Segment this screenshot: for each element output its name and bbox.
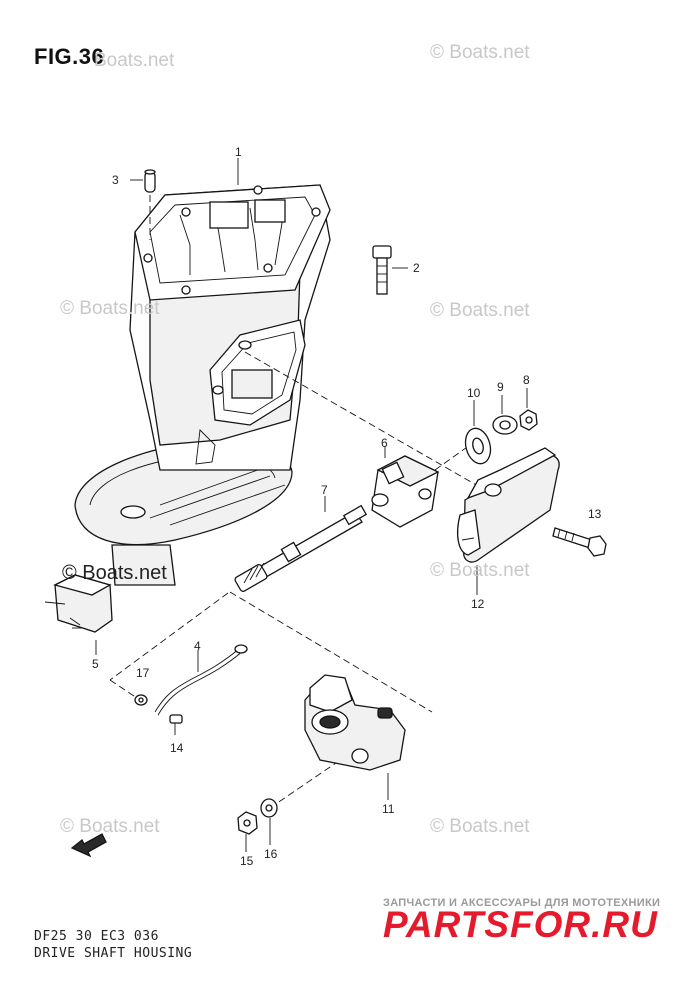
fwd-arrow xyxy=(70,833,107,858)
callout-5: 5 xyxy=(92,657,99,671)
part-17-washer xyxy=(134,694,148,706)
part-6-holder xyxy=(371,447,440,528)
callout-14: 14 xyxy=(170,741,184,755)
part-2-bolt xyxy=(372,245,408,295)
brand-logo: PARTSFOR.RU xyxy=(383,904,658,945)
part-4-wire xyxy=(154,644,248,716)
watermark: © Boats.net xyxy=(430,816,530,837)
callout-9: 9 xyxy=(497,380,504,394)
part-13-bolt xyxy=(552,527,607,557)
part-5-mount xyxy=(44,574,113,655)
callout-7: 7 xyxy=(321,483,328,497)
callout-17: 17 xyxy=(136,666,150,680)
callout-12: 12 xyxy=(471,597,485,611)
part-15-nut xyxy=(237,811,258,852)
brand-tagline: ЗАПЧАСТИ И АКСЕССУАРЫ ДЛЯ МОТОТЕХНИКИ xyxy=(383,897,661,909)
callout-15: 15 xyxy=(240,854,254,868)
callout-10: 10 xyxy=(467,386,481,400)
part-14-screw xyxy=(169,714,183,735)
part-3-pin xyxy=(130,169,156,240)
watermark: © Boats.net xyxy=(60,298,160,319)
figure-name: DRIVE SHAFT HOUSING xyxy=(34,946,193,961)
part-9-washer xyxy=(492,395,518,435)
watermark: Boats.net xyxy=(94,50,175,71)
part-11-bracket xyxy=(304,674,406,800)
figure-code: DF25 30 EC3 036 xyxy=(34,929,159,944)
watermark: © Boats.net xyxy=(430,300,530,321)
watermark: © Boats.net xyxy=(430,42,530,63)
part-16-washer xyxy=(260,798,278,845)
callout-4: 4 xyxy=(194,639,201,653)
part-1-housing xyxy=(74,184,331,586)
callout-11: 11 xyxy=(382,802,395,816)
watermark: © Boats.net xyxy=(60,816,160,837)
callout-1: 1 xyxy=(235,145,242,159)
callout-8: 8 xyxy=(523,373,530,387)
figure-title: FIG.36 xyxy=(34,44,105,69)
part-8-nut xyxy=(519,388,538,431)
callout-13: 13 xyxy=(588,507,602,521)
callout-3: 3 xyxy=(112,173,119,187)
part-12-plate xyxy=(457,447,560,595)
callout-16: 16 xyxy=(264,847,278,861)
callout-2: 2 xyxy=(413,261,420,275)
callout-6: 6 xyxy=(381,436,388,450)
watermark-prominent: © Boats.net xyxy=(62,562,167,584)
part-10-washer xyxy=(464,400,492,465)
watermark: © Boats.net xyxy=(430,560,530,581)
part-7-shaft xyxy=(234,496,368,592)
